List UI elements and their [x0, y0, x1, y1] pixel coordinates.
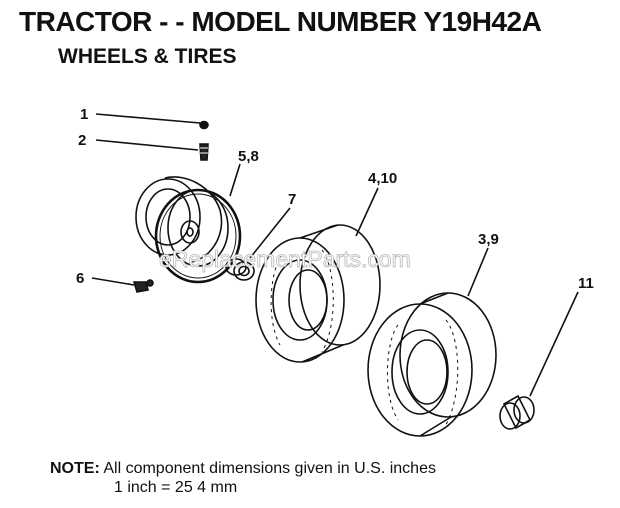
callout-4-10: 4,10	[368, 170, 397, 187]
callout-3-9: 3,9	[478, 231, 499, 248]
section-subtitle: WHEELS & TIRES	[58, 45, 237, 68]
note-label: NOTE:	[50, 460, 100, 477]
part-1-valve-cap	[95, 113, 209, 130]
part-6-fitting	[91, 277, 154, 293]
part-5-8-bearing-ring	[154, 163, 242, 284]
callout-11: 11	[578, 275, 594, 292]
part-7-spacer	[225, 207, 291, 281]
part-3-9-tire	[367, 247, 497, 437]
callout-6: 6	[76, 270, 84, 287]
part-11-bushing	[499, 291, 579, 430]
part-2-valve-stem	[95, 139, 209, 161]
page-title: TRACTOR - - MODEL NUMBER Y19H42A	[19, 6, 542, 37]
callout-2: 2	[78, 132, 86, 149]
callout-7: 7	[288, 191, 296, 208]
callout-5-8: 5,8	[238, 148, 259, 165]
dimension-note: NOTE: All component dimensions given in …	[50, 459, 436, 496]
note-line-2: 1 inch = 25 4 mm	[114, 479, 238, 496]
callout-1: 1	[80, 106, 88, 123]
part-4-10-tire	[255, 187, 381, 363]
watermark-text: eReplacementParts.com	[159, 246, 411, 272]
note-line-1: All component dimensions given in U.S. i…	[103, 460, 436, 477]
